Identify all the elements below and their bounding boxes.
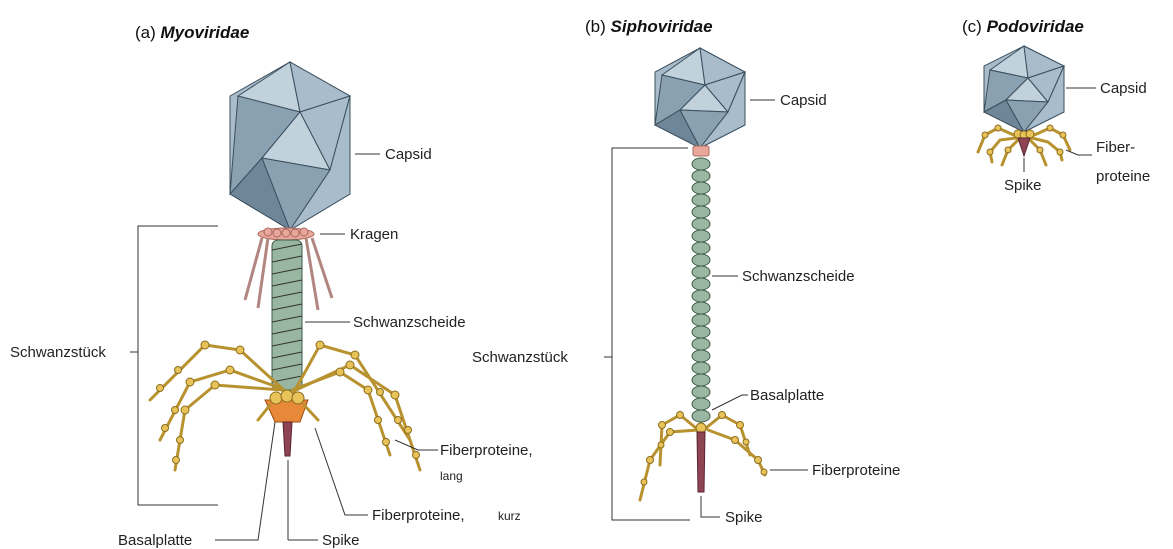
myo-baseplate <box>258 390 318 456</box>
myo-label-baseplate: Basalplatte <box>118 532 192 549</box>
podo-spike <box>1018 138 1030 156</box>
myo-label-fibers-short: Fiberproteine, <box>372 507 465 524</box>
panel-b-title: (b) Siphoviridae <box>585 17 713 36</box>
sipho-collar <box>693 146 709 156</box>
sipho-label-baseplate: Basalplatte <box>750 387 824 404</box>
podo-label-capsid: Capsid <box>1100 80 1147 97</box>
myo-sheath <box>272 240 302 390</box>
sipho-label-spike: Spike <box>725 509 763 526</box>
sipho-label-capsid: Capsid <box>780 92 827 109</box>
podo-label-fibers-line1: Fiber- <box>1096 139 1135 156</box>
myo-label-fibers-short-suffix: kurz <box>498 509 521 523</box>
myo-label-sheath: Schwanzscheide <box>353 314 466 331</box>
panel-c-title: (c) Podoviridae <box>962 17 1084 36</box>
podo-label-fibers-line2: proteine <box>1096 168 1150 185</box>
sipho-spike <box>697 432 705 492</box>
podo-label-spike: Spike <box>1004 177 1042 194</box>
sipho-label-tail: Schwanzstück <box>472 349 568 366</box>
panel-myoviridae: (a) Myoviridae <box>10 23 533 549</box>
sipho-capsid <box>655 48 745 148</box>
panel-podoviridae: (c) Podoviridae <box>962 17 1150 194</box>
myo-label-capsid: Capsid <box>385 146 432 163</box>
myo-label-collar: Kragen <box>350 226 398 243</box>
sipho-label-sheath: Schwanzscheide <box>742 268 855 285</box>
myo-label-fibers-long: Fiberproteine, <box>440 442 533 459</box>
myo-label-spike: Spike <box>322 532 360 549</box>
sipho-label-fibers: Fiberproteine <box>812 462 900 479</box>
panel-siphoviridae: (b) Siphoviridae <box>472 17 900 526</box>
sipho-tail-tube <box>692 158 710 422</box>
myo-capsid <box>230 62 350 230</box>
panel-a-title: (a) Myoviridae <box>135 23 249 42</box>
myo-label-fibers-long-suffix: lang <box>440 469 463 483</box>
myo-label-tail: Schwanzstück <box>10 344 106 361</box>
podo-capsid <box>984 46 1064 132</box>
